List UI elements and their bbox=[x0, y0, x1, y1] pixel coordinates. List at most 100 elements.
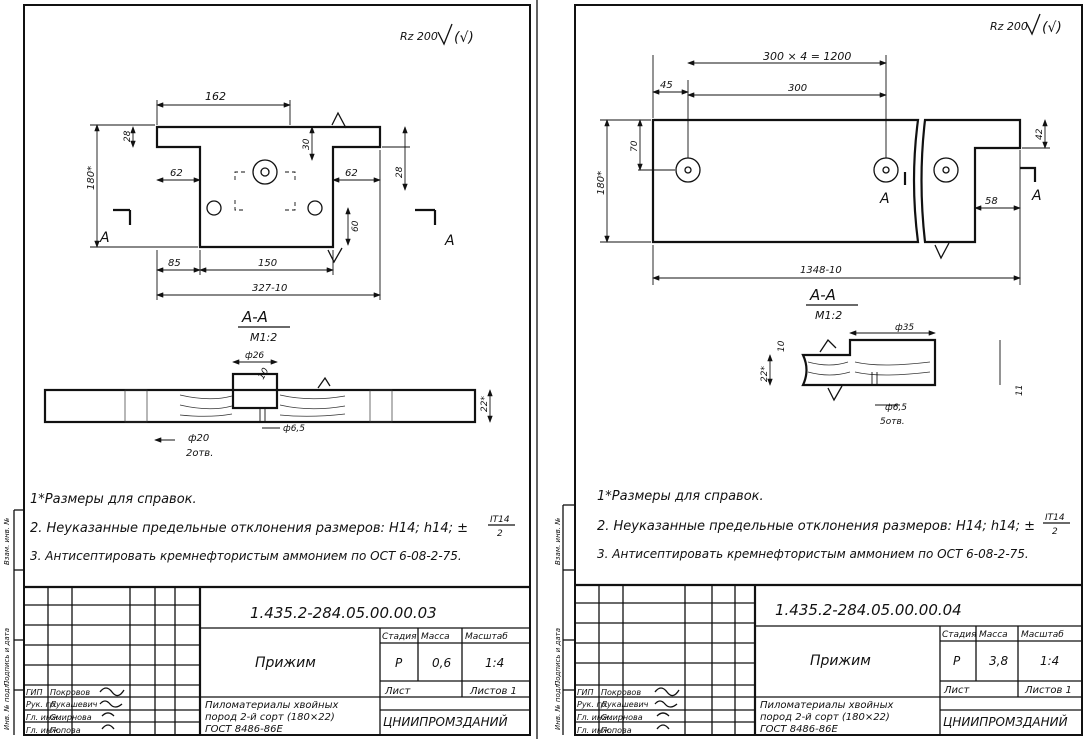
roughness-check-icon bbox=[437, 23, 453, 46]
svg-text:Инв. № подл.: Инв. № подл. bbox=[554, 682, 562, 730]
roughness-label: Rz 200 bbox=[400, 30, 438, 43]
hole-left bbox=[206, 200, 222, 216]
plan-outline-left bbox=[651, 118, 920, 244]
svg-text:Попова: Попова bbox=[601, 726, 632, 735]
dim-overall-top: 300 × 4 = 1200 bbox=[763, 50, 851, 63]
svg-text:ГИП: ГИП bbox=[577, 688, 593, 697]
dim-depth: 10 bbox=[257, 366, 272, 381]
organization: ЦНИИПРОМЗДАНИЙ bbox=[943, 714, 1068, 729]
dim-overall-height: 180* bbox=[596, 171, 607, 195]
plan-outline-right bbox=[920, 118, 1022, 244]
dim-overall-length: 1348-10 bbox=[800, 265, 842, 276]
dim-diam-top: ф26 bbox=[245, 351, 264, 361]
tolerance-den: 2 bbox=[1052, 527, 1058, 537]
stage-value: Р bbox=[953, 654, 961, 668]
note-1: 1*Размеры для справок. bbox=[30, 492, 197, 507]
section-scale: М1:2 bbox=[815, 309, 842, 322]
dim-overall-length: 327-10 bbox=[252, 283, 287, 294]
dim-right-notch: 58 bbox=[985, 196, 998, 207]
dim-small-hole: ф6,5 bbox=[885, 403, 907, 413]
scale-value: 1:4 bbox=[1040, 654, 1059, 668]
material-line-3: ГОСТ 8486-86Е bbox=[205, 724, 283, 735]
dim-right: 11 bbox=[1015, 385, 1025, 396]
dim-diam-holes: ф20 bbox=[188, 433, 209, 444]
section-body bbox=[801, 338, 937, 387]
sheet-frame bbox=[574, 4, 1083, 736]
section-title: А-А bbox=[809, 286, 836, 304]
plan-outline bbox=[155, 125, 382, 249]
hole-right bbox=[307, 200, 323, 216]
svg-text:ГИП: ГИП bbox=[26, 688, 42, 697]
side-label-replace: Взам. инв. № bbox=[3, 517, 11, 565]
section-mark-right bbox=[415, 208, 437, 225]
svg-text:Смирнова: Смирнова bbox=[601, 713, 643, 722]
svg-text:А: А bbox=[444, 233, 455, 249]
sheet-2: Rz 200 (√) 300 × 4 = 1200 45 300 180* 70… bbox=[536, 0, 1083, 739]
stage-value: Р bbox=[395, 656, 403, 670]
drawing-code: 1.435.2-284.05.00.00.04 bbox=[775, 601, 962, 619]
sheet-1: Rz 200 (√) 162 180* 28 30 28 62 62 60 85 bbox=[13, 4, 531, 736]
dim-bottom-left: 85 bbox=[168, 258, 181, 269]
svg-text:Взам. инв. №: Взам. инв. № bbox=[554, 517, 562, 565]
svg-text:Рук. гр.: Рук. гр. bbox=[577, 700, 608, 709]
section-scale: М1:2 bbox=[250, 331, 277, 344]
tolerance-num: IT14 bbox=[1045, 513, 1065, 523]
note-2: 2. Неуказанные предельные отклонения раз… bbox=[597, 519, 1035, 534]
svg-text:Лист: Лист bbox=[943, 685, 971, 696]
roughness-check-icon bbox=[1025, 13, 1041, 36]
svg-text:Гл. инж.: Гл. инж. bbox=[26, 713, 61, 722]
hole-3 bbox=[933, 157, 959, 183]
section-mark-right-line bbox=[1020, 166, 1037, 182]
signatures bbox=[654, 687, 680, 730]
hole-center bbox=[252, 159, 278, 185]
dim-thickness: 22* bbox=[480, 396, 490, 412]
svg-text:Смирнова: Смирнова bbox=[50, 713, 92, 722]
svg-text:Масштаб: Масштаб bbox=[1021, 630, 1064, 640]
dim-left-offset: 45 bbox=[660, 80, 673, 91]
svg-text:Гл. инж.: Гл. инж. bbox=[26, 726, 61, 735]
svg-text:Масса: Масса bbox=[979, 630, 1008, 640]
svg-text:Лукашевич: Лукашевич bbox=[49, 700, 98, 709]
svg-text:Покровов: Покровов bbox=[50, 688, 90, 697]
material-line-2: пород 2-й сорт (180×22) bbox=[205, 712, 335, 723]
note-3: 3. Антисептировать кремнефтористым аммон… bbox=[597, 547, 1029, 561]
part-name: Прижим bbox=[255, 655, 316, 671]
svg-text:Попова: Попова bbox=[50, 726, 81, 735]
sheet-frame bbox=[23, 4, 531, 736]
roughness-label: Rz 200 bbox=[990, 20, 1028, 33]
part-name: Прижим bbox=[810, 653, 871, 669]
dim-height-right: 28 bbox=[395, 166, 405, 178]
note-2: 2. Неуказанные предельные отклонения раз… bbox=[30, 521, 468, 536]
svg-text:Покровов: Покровов bbox=[601, 688, 641, 697]
side-label-sign: Подпись и дата bbox=[3, 628, 11, 686]
tolerance-num: IT14 bbox=[490, 515, 510, 525]
section-mark-left: А bbox=[879, 191, 890, 207]
dim-right-h: 42 bbox=[1035, 128, 1045, 140]
organization: ЦНИИПРОМЗДАНИЙ bbox=[383, 714, 508, 729]
mass-value: 0,6 bbox=[432, 656, 451, 670]
hole-2 bbox=[873, 157, 899, 183]
svg-text:(√): (√) bbox=[1042, 20, 1062, 36]
dim-holes-count: 5отв. bbox=[880, 417, 905, 427]
dim-height-right-top: 30 bbox=[302, 138, 312, 150]
section-title: А-А bbox=[241, 308, 268, 326]
dim-segment: 300 bbox=[788, 83, 807, 94]
section-mark-right: А bbox=[1031, 188, 1042, 204]
note-3: 3. Антисептировать кремнефтористым аммон… bbox=[30, 549, 462, 563]
tolerance-den: 2 bbox=[497, 529, 503, 539]
side-label-inv: Инв. № подл. bbox=[3, 682, 11, 730]
scale-value: 1:4 bbox=[485, 656, 504, 670]
dim-overall-height: 180* bbox=[86, 166, 97, 190]
dim-notch-left: 62 bbox=[170, 168, 183, 179]
svg-text:Лист: Лист bbox=[384, 686, 412, 697]
svg-text:Масса: Масса bbox=[421, 632, 450, 642]
dim-depth: 10 bbox=[777, 340, 787, 352]
dim-width-top: 162 bbox=[205, 90, 226, 103]
material-line-3: ГОСТ 8486-86Е bbox=[760, 724, 838, 735]
svg-text:Гл. инж.: Гл. инж. bbox=[577, 726, 612, 735]
svg-text:Лукашевич: Лукашевич bbox=[600, 700, 649, 709]
svg-text:(√): (√) bbox=[454, 30, 474, 46]
svg-text:Масштаб: Масштаб bbox=[465, 632, 508, 642]
svg-text:Стадия: Стадия bbox=[942, 630, 977, 640]
